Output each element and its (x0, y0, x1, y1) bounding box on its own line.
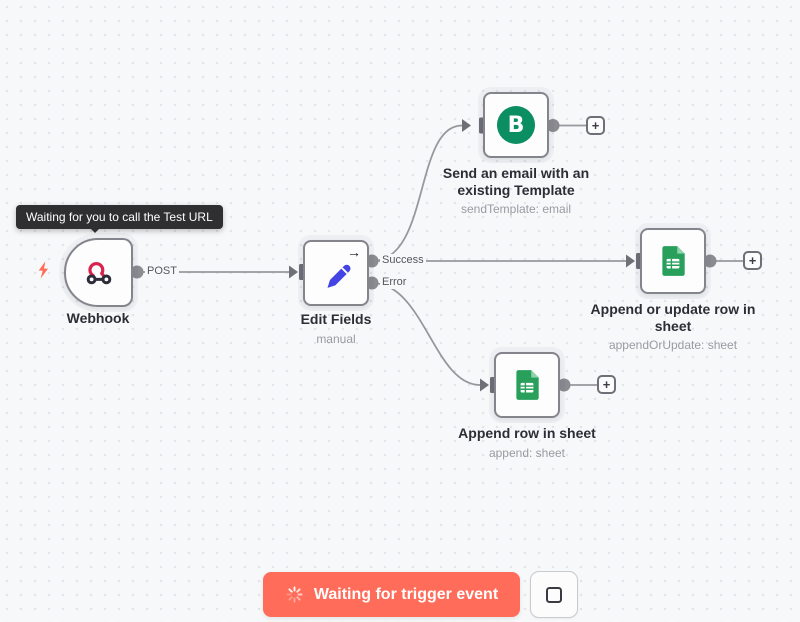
node-title: Append or update row in sheet (590, 301, 756, 334)
node-brevo-send-email[interactable]: B (483, 92, 549, 158)
input-connector (636, 253, 641, 269)
output-connector-sheets-append-or-update[interactable] (703, 254, 717, 268)
node-label-sheets-append-or-update: Append or update row in sheet appendOrUp… (588, 301, 758, 352)
plus-icon: + (748, 253, 757, 268)
node-subtitle: append: sheet (488, 445, 566, 460)
waiting-for-trigger-button[interactable]: Waiting for trigger event (263, 572, 520, 617)
node-title: Send an email with an existing Template (442, 165, 590, 198)
node-sheets-append-or-update[interactable] (640, 228, 706, 294)
plus-icon: + (602, 377, 611, 392)
waiting-button-label: Waiting for trigger event (313, 585, 499, 603)
add-node-button[interactable]: + (586, 116, 605, 135)
output-connector-sheets-append[interactable] (557, 378, 571, 392)
output-connector-brevo[interactable] (546, 119, 560, 132)
node-sheets-append[interactable] (494, 352, 560, 418)
arrowhead-icon (626, 254, 635, 268)
node-title: Edit Fields (300, 311, 372, 327)
pencil-icon (327, 264, 351, 288)
node-subtitle: appendOrUpdate: sheet (608, 338, 738, 353)
webhook-icon (86, 261, 111, 284)
trigger-bolt-icon (38, 261, 48, 279)
arrowhead-icon (462, 119, 471, 132)
input-connector (479, 117, 484, 134)
output-connector-webhook[interactable] (130, 265, 144, 279)
node-label-webhook: Webhook (43, 310, 153, 327)
node-label-brevo: Send an email with an existing Template … (426, 165, 606, 216)
arrowhead-icon (480, 378, 489, 392)
edge-label-success: Success (380, 254, 426, 267)
arrowhead-icon (289, 265, 298, 279)
node-subtitle: sendTemplate: email (460, 202, 572, 217)
input-connector (299, 264, 304, 280)
node-label-edit-fields: Edit Fields manual (276, 311, 396, 346)
node-edit-fields[interactable]: → (303, 240, 369, 306)
google-sheets-icon (516, 370, 539, 400)
webhook-tooltip: Waiting for you to call the Test URL (16, 205, 223, 229)
node-title: Append row in sheet (458, 425, 596, 441)
node-label-sheets-append: Append row in sheet append: sheet (437, 425, 617, 460)
arrow-right-icon: → (347, 244, 361, 260)
brevo-icon-letter: B (507, 112, 525, 138)
node-webhook[interactable] (64, 238, 133, 307)
tooltip-arrow (90, 228, 100, 233)
node-subtitle: manual (316, 331, 356, 346)
input-connector (490, 377, 495, 393)
plus-icon: + (591, 118, 600, 133)
node-title: Webhook (66, 310, 130, 326)
add-node-button[interactable]: + (743, 251, 762, 270)
stop-icon (546, 586, 562, 603)
add-node-button[interactable]: + (597, 375, 616, 394)
stop-execution-button[interactable] (530, 571, 578, 618)
brevo-icon: B (497, 106, 535, 144)
spinner-icon (286, 586, 303, 603)
edge-label-post: POST (145, 265, 179, 278)
google-sheets-icon (662, 246, 685, 276)
edge-label-error: Error (380, 276, 409, 289)
